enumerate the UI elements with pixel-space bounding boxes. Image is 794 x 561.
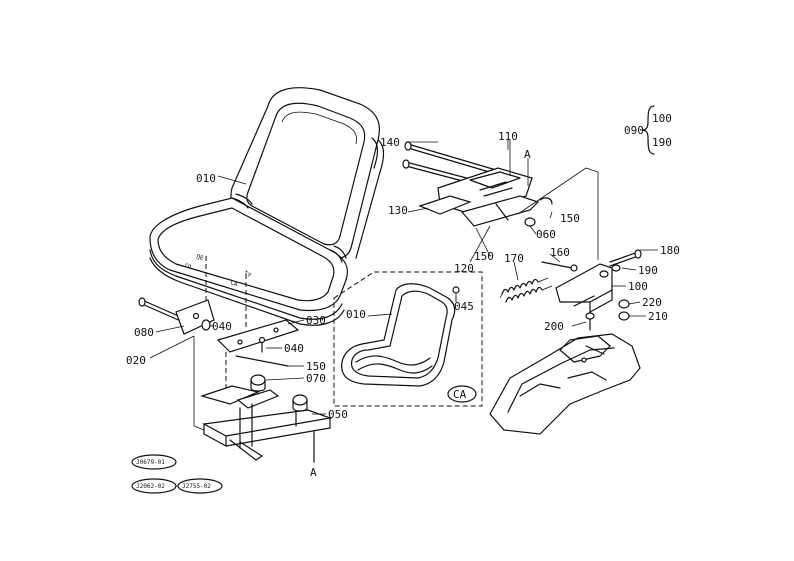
label-140: 140 xyxy=(380,136,400,149)
right-assembly xyxy=(499,249,642,331)
label-ca: CA xyxy=(453,388,467,401)
label-110: 110 xyxy=(498,130,518,143)
ca-alternate-seat-box xyxy=(333,271,483,407)
label-020: 020 xyxy=(126,354,146,367)
label-100: 100 xyxy=(628,280,648,293)
svg-text:ro: ro xyxy=(183,261,192,270)
label-210: 210 xyxy=(648,310,668,323)
label-040-right: 040 xyxy=(284,342,304,355)
label-090: 090 xyxy=(624,124,644,137)
label-200: 200 xyxy=(544,320,564,333)
label-070: 070 xyxy=(306,372,326,385)
reference-codes: J0679-01 J2062-02 J2755-02 xyxy=(131,454,223,494)
main-seat: ŊE ro CA ty xyxy=(149,87,385,330)
label-030: 030 xyxy=(306,314,326,327)
svg-text:ŊE: ŊE xyxy=(195,253,204,262)
svg-text:CA: CA xyxy=(229,279,238,288)
label-010-main: 010 xyxy=(196,172,216,185)
ref-code-2: J2062-02 xyxy=(136,483,165,490)
label-120: 120 xyxy=(454,262,474,275)
label-150-left: 150 xyxy=(306,360,326,373)
label-160: 160 xyxy=(550,246,570,259)
label-040-left: 040 xyxy=(212,320,232,333)
label-220: 220 xyxy=(642,296,662,309)
base-frame xyxy=(489,333,641,435)
label-100-brace: 100 xyxy=(652,112,672,125)
left-bracket-assembly xyxy=(138,297,300,400)
label-150-top: 150 xyxy=(560,212,580,225)
leader-lines xyxy=(149,140,658,415)
ref-code-1: J0679-01 xyxy=(136,459,165,466)
label-ref-a-bottom: A xyxy=(310,466,317,479)
slide-rail-assembly xyxy=(193,336,333,463)
label-080: 080 xyxy=(134,326,154,339)
brace-090 xyxy=(641,105,655,155)
svg-text:ty: ty xyxy=(243,269,252,278)
label-050: 050 xyxy=(328,408,348,421)
top-linkage-assembly xyxy=(402,140,599,263)
label-130: 130 xyxy=(388,204,408,217)
spring-170 xyxy=(499,277,553,303)
ref-code-3: J2755-02 xyxy=(182,483,211,490)
label-180: 180 xyxy=(660,244,680,257)
label-190-brace: 190 xyxy=(652,136,672,149)
part-labels: 010 140 110 A 130 150 060 150 120 160 17… xyxy=(126,112,680,479)
label-190: 190 xyxy=(638,264,658,277)
label-045: 045 xyxy=(454,300,474,313)
label-010-ca: 010 xyxy=(346,308,366,321)
label-ref-a-top: A xyxy=(524,148,531,161)
label-150-mid: 150 xyxy=(474,250,494,263)
label-170: 170 xyxy=(504,252,524,265)
label-060: 060 xyxy=(536,228,556,241)
